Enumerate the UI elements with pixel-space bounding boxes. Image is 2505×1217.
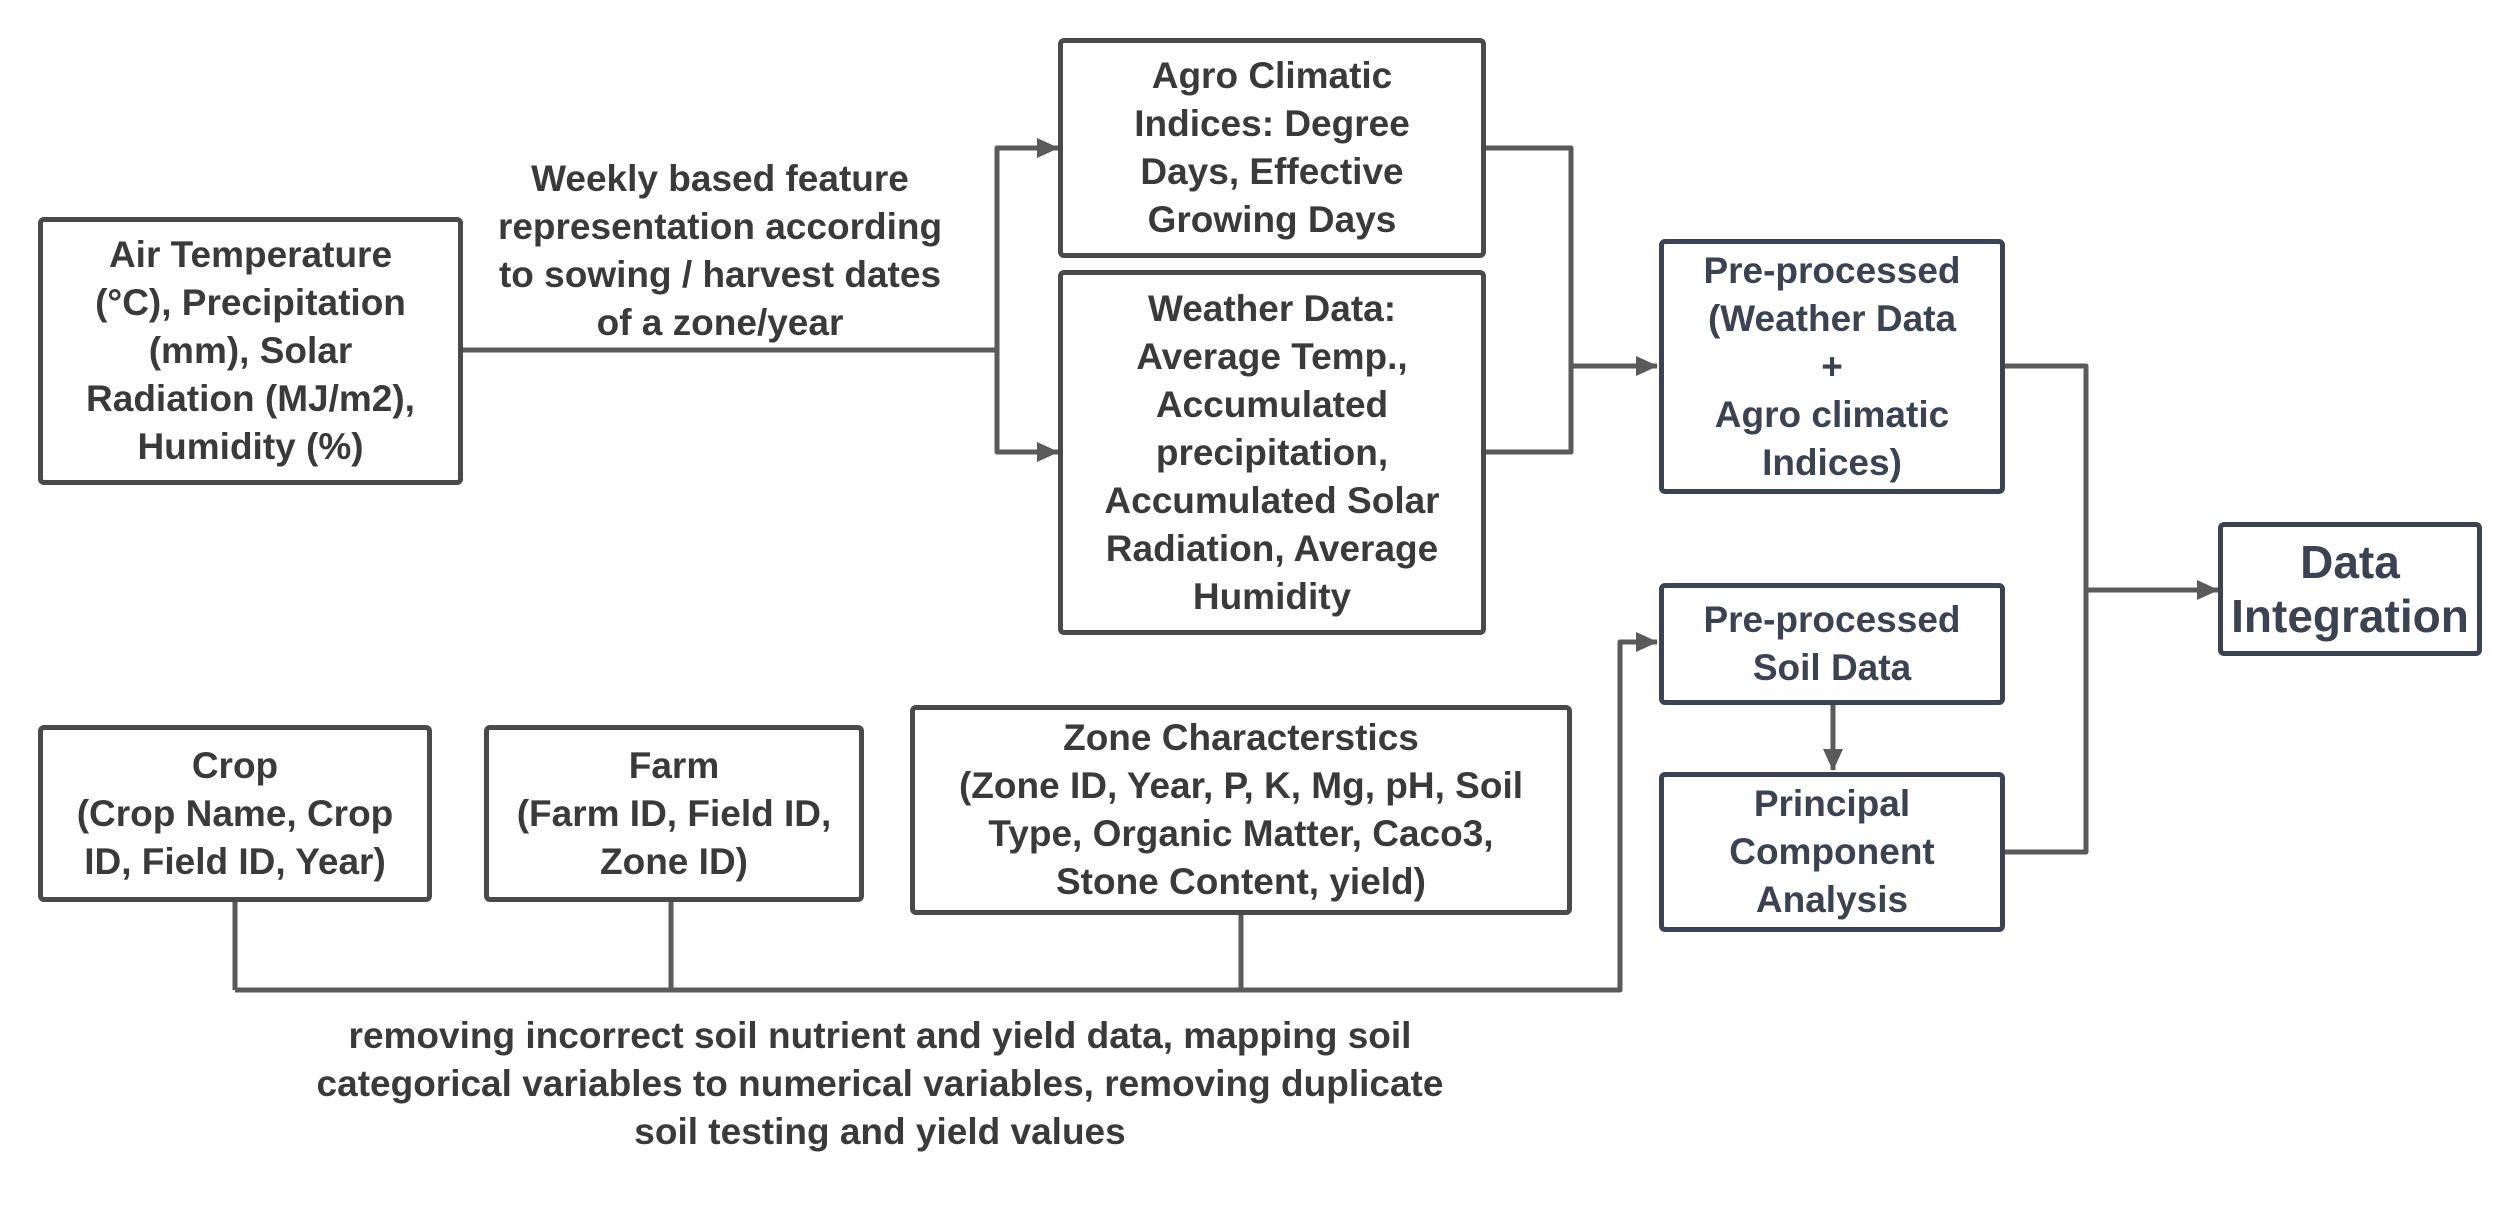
node-agro-indices: Agro Climatic Indices: Degree Days, Effe…: [1058, 38, 1486, 258]
edge-split-to-agro: [994, 138, 1059, 350]
node-crop: Crop (Crop Name, Crop ID, Field ID, Year…: [38, 725, 432, 902]
node-preprocessed-weather: Pre-processed (Weather Data + Agro clima…: [1659, 239, 2005, 494]
node-farm: Farm (Farm ID, Field ID, Zone ID): [484, 725, 864, 902]
edge-agro-to-merge: [1485, 145, 1574, 366]
node-weather-inputs: Air Temperature (°C), Precipitation (mm)…: [38, 217, 463, 485]
edge-label-soil-cleaning: removing incorrect soil nutrient and yie…: [316, 1015, 1444, 1152]
edge-preprocessed-weather-to-integration: [2003, 363, 2089, 590]
node-data-integration: Data Integration: [2218, 522, 2482, 656]
edge-weather-to-merge: [1485, 366, 1574, 455]
edge-label-weekly: Weekly based feature representation acco…: [497, 158, 943, 343]
edge-split-to-weather: [994, 350, 1059, 462]
node-pca: Principal Component Analysis: [1659, 772, 2005, 932]
node-zone: Zone Characterstics (Zone ID, Year, P, K…: [910, 705, 1572, 915]
node-weather-data: Weather Data: Average Temp., Accumulated…: [1058, 270, 1486, 635]
edge-pca-to-integration: [2003, 590, 2089, 855]
node-preprocessed-soil: Pre-processed Soil Data: [1659, 583, 2005, 705]
edge-soil-bus: [235, 632, 1658, 993]
